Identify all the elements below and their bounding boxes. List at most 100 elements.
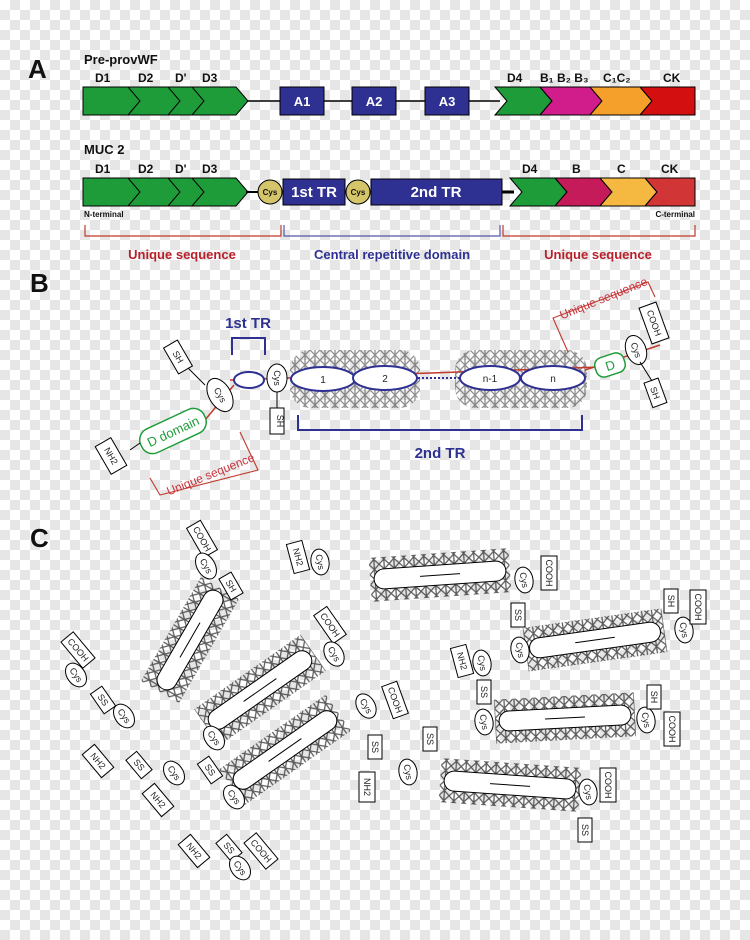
c-mucin-polymer-2: [194, 634, 326, 746]
pre-provwf-title: Pre-provWF: [84, 52, 158, 67]
c-nh2-6: NH2: [362, 778, 372, 796]
c-cys-14: Cys: [478, 713, 491, 730]
muc2-1st-tr: [282, 178, 346, 206]
c-ss-7: SS: [479, 686, 489, 698]
pre-ck-label: CK: [663, 71, 681, 85]
b-repeat-n-1-label: n-1: [483, 374, 498, 385]
c-cys-11: Cys: [518, 571, 531, 588]
a3-label: A3: [439, 94, 456, 109]
b-sh-right-label: SH: [648, 385, 662, 400]
b-2nd-tr-label: 2nd TR: [415, 445, 466, 462]
muc2-c-terminal-domains: [508, 177, 696, 207]
b-repeat-n: [520, 365, 586, 391]
b-sh-box-left: [162, 339, 194, 375]
muc2-cys-2-label: Cys: [351, 188, 366, 197]
pre-dprime-label: D': [175, 71, 187, 85]
muc2-c-label: C: [617, 162, 626, 176]
unique-right-bracket: [502, 225, 696, 237]
b-1st-tr-oval: [233, 371, 265, 389]
b-repeat-2-label: 2: [382, 374, 388, 385]
a3-domain: [424, 86, 470, 116]
c-ss-8: SS: [425, 733, 435, 745]
a1-label: A1: [294, 94, 311, 109]
b-cys-left: [206, 377, 234, 413]
muc2-1st-tr-label: 1st TR: [291, 184, 337, 201]
pre-provwf-c-terminal-domains: [493, 86, 696, 116]
n-terminal-label: N-terminal: [84, 210, 124, 219]
b-d-right-label: D: [603, 357, 617, 374]
c-cys-12: Cys: [514, 641, 527, 658]
panel-b-label: B: [30, 268, 49, 298]
c-mucin-polymer-3: [219, 694, 351, 806]
b-repeat-2: [352, 365, 418, 391]
b-unique-right-bracket: [552, 281, 656, 353]
c-cys-18: Cys: [582, 783, 595, 800]
muc2-d3-label: D3: [202, 162, 218, 176]
muc2-d1-label: D1: [95, 162, 111, 176]
central-bracket: [283, 225, 501, 237]
c-sh-2: SH: [666, 595, 676, 608]
muc2-2nd-tr-label: 2nd TR: [411, 184, 462, 201]
central-label: Central repetitive domain: [314, 247, 470, 262]
pre-b-label: B₁ B₂ B₃: [540, 71, 589, 85]
unique-left-bracket: [84, 225, 282, 237]
b-1st-tr-label: 1st TR: [225, 315, 271, 332]
c-mucin-polymer-6: [493, 692, 637, 744]
panel-a-label: A: [28, 54, 47, 84]
unique-right-label: Unique sequence: [544, 247, 652, 262]
c-cys-17: Cys: [402, 763, 415, 780]
c-cys-10: Cys: [314, 553, 327, 570]
b-2nd-tr-bracket: [297, 415, 583, 431]
b-repeat-1-label: 1: [320, 375, 326, 386]
muc2-d-domains: [82, 177, 249, 207]
pre-d3-label: D3: [202, 71, 218, 85]
b-1st-tr-bracket: [231, 337, 266, 355]
b-sh-box-right: [643, 377, 668, 409]
a2-domain: [351, 86, 397, 116]
c-terminal-label: C-terminal: [655, 210, 695, 219]
c-cooh-6: COOH: [544, 560, 554, 587]
panel-c-label: C: [30, 523, 49, 553]
c-nh2-4: NH2: [291, 547, 305, 567]
b-cys-right-label: Cys: [272, 370, 282, 386]
muc2-b-label: B: [572, 162, 581, 176]
c-terminal-labels: COOH Cys SH COOH Cys SS Cys NH2 SS Cys N…: [60, 519, 707, 881]
muc2-cys-1-label: Cys: [263, 188, 278, 197]
b-d-domain: [138, 407, 208, 455]
muc2-dprime-label: D': [175, 162, 187, 176]
b-cooh-box: [638, 301, 670, 345]
muc2-ck-label: CK: [661, 162, 679, 176]
c-cooh-7: COOH: [693, 594, 703, 621]
c-mucin-polymer-5: [522, 608, 668, 672]
c-cooh-9: COOH: [603, 772, 613, 799]
muc2-cys-2: [345, 179, 371, 205]
pre-provwf-d-domains: [82, 86, 249, 116]
c-mucin-polymer-1: [140, 577, 240, 703]
b-sh-lower-label: SH: [275, 415, 285, 428]
c-cooh-8: COOH: [667, 716, 677, 743]
a1-domain: [279, 86, 325, 116]
c-mucin-polymer-4: [368, 548, 512, 602]
muc2-d2-label: D2: [138, 162, 154, 176]
pre-d1-label: D1: [95, 71, 111, 85]
b-d-right: [593, 352, 627, 378]
b-nh2-box: [94, 436, 128, 476]
c-ss-5: SS: [370, 741, 380, 753]
muc2-title: MUC 2: [84, 142, 124, 157]
c-cys-16: Cys: [640, 711, 653, 728]
c-cys-13: Cys: [476, 654, 489, 671]
muc2-d4-label: D4: [522, 162, 538, 176]
pre-c-label: C₁C₂: [603, 71, 631, 85]
c-mucin-polymer-7: [438, 758, 582, 812]
muc2-2nd-tr: [370, 178, 503, 206]
muc2-cys-1: [257, 179, 283, 205]
c-sh-3: SH: [649, 691, 659, 704]
pre-d4-label: D4: [507, 71, 523, 85]
b-unique-left-bracket: [149, 431, 259, 496]
c-ss-9: SS: [580, 824, 590, 836]
a2-label: A2: [366, 94, 383, 109]
b-repeat-n-label: n: [550, 374, 556, 385]
b-unique-right-label: Unique sequence: [558, 274, 650, 322]
c-ss-6: SS: [513, 609, 523, 621]
